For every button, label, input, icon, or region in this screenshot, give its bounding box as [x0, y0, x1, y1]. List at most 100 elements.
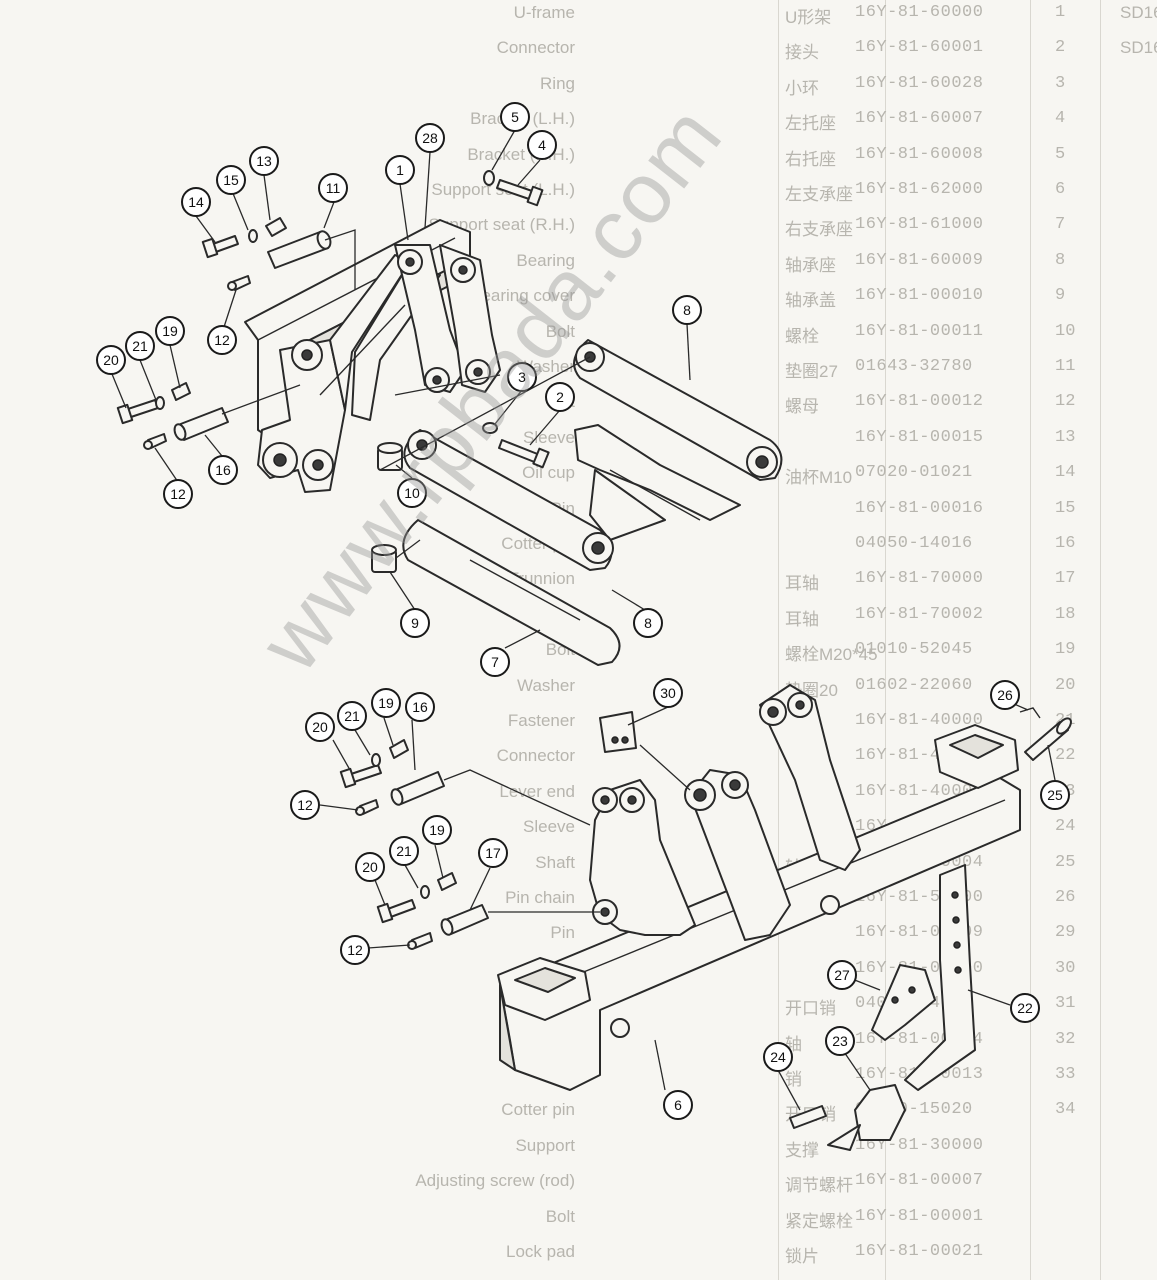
callout-23: 23 [825, 1026, 855, 1056]
callout-label: 12 [214, 332, 230, 348]
ghost-part-name: Ring [540, 73, 575, 93]
callout-19-a: 19 [155, 316, 185, 346]
callout-label: 21 [396, 843, 412, 859]
ghost-part-index: 19 [1055, 640, 1076, 660]
ghost-table-rule [1030, 0, 1031, 1280]
upper-axis-lines [221, 229, 591, 559]
callout-label: 30 [660, 685, 676, 701]
callout-label: 10 [404, 485, 420, 501]
lever-end-27 [871, 964, 936, 1041]
ghost-part-cn: 小环 [785, 78, 819, 98]
callout-label: 4 [538, 137, 546, 153]
callout-label: 25 [1047, 787, 1063, 803]
ghost-part-index: 13 [1055, 427, 1076, 447]
ghost-part-cn: 螺栓M20*45 [785, 645, 878, 665]
ghost-part-number: 16Y-81-60009 [855, 250, 984, 270]
ghost-part-cn: 耳轴 [785, 574, 819, 594]
ghost-part-index: 20 [1055, 675, 1076, 695]
ghost-part-cn: 接头 [785, 43, 819, 63]
ghost-part-name: Shaft [535, 852, 575, 872]
callout-19-c: 19 [422, 815, 452, 845]
ghost-part-number: 16Y-81-40000 [855, 711, 984, 730]
lock-plate-13 [265, 217, 287, 237]
callout-2: 2 [545, 382, 575, 412]
lock-plate-19c [437, 872, 457, 891]
ghost-part-number: 16Y-81-00021 [855, 1242, 984, 1261]
callout-20-a: 20 [96, 345, 126, 375]
bolt-4 [496, 179, 544, 207]
bolt-20c [376, 899, 416, 924]
bolt-20b [339, 764, 382, 789]
callout-label: 21 [132, 338, 148, 354]
ghost-part-name: Oil cup [522, 463, 575, 483]
ghost-part-index: 2 [1055, 38, 1066, 58]
ghost-part-number: 16Y-81-60028 [855, 73, 984, 93]
lever-end-23 [827, 1084, 906, 1151]
callout-label: 8 [644, 615, 652, 631]
washer-5 [483, 170, 495, 186]
callout-28: 28 [415, 123, 445, 153]
callout-15: 15 [216, 165, 246, 195]
callout-9: 9 [400, 608, 430, 638]
callout-24: 24 [763, 1042, 793, 1072]
callout-1: 1 [385, 155, 415, 185]
callout-30: 30 [653, 678, 683, 708]
ghost-part-index: 30 [1055, 958, 1076, 978]
ghost-part-number: 16Y-81-70002 [855, 604, 984, 624]
callout-label: 15 [223, 172, 239, 188]
ghost-part-name: Bolt [545, 321, 575, 341]
ghost-part-number: 16Y-81-60001 [855, 38, 984, 58]
bearing-link-lower [402, 519, 621, 666]
callout-label: 19 [162, 323, 178, 339]
ghost-part-name: Lever end [499, 781, 575, 801]
ghost-part-number: 16Y-81-00012 [855, 392, 984, 412]
lower-trunnion-right [759, 684, 861, 871]
ghost-part-cn: 锁片 [785, 1247, 819, 1266]
ghost-part-index: 33 [1055, 1065, 1076, 1084]
callout-6: 6 [663, 1090, 693, 1120]
ghost-part-index: 29 [1055, 923, 1076, 943]
ghost-part-index: 31 [1055, 994, 1076, 1014]
grease-nipple-12b [143, 433, 167, 450]
callout-10: 10 [397, 478, 427, 508]
ghost-part-name: Bolt [545, 1206, 575, 1226]
ghost-part-index: 32 [1055, 1029, 1076, 1049]
sleeve-24 [789, 1105, 827, 1129]
lock-plate-19b [389, 739, 409, 759]
callout-13: 13 [249, 146, 279, 176]
ghost-part-index: 34 [1055, 1100, 1076, 1120]
ghost-part-number: 16Y-81-00010 [855, 286, 984, 306]
pin-16a [173, 407, 229, 441]
ghost-part-cn: 油杯M10 [785, 468, 853, 488]
ghost-part-cn: 轴承盖 [785, 291, 836, 311]
ghost-part-index: 11 [1055, 357, 1076, 376]
callout-label: 20 [362, 859, 378, 875]
callout-21-b: 21 [337, 701, 367, 731]
ghost-part-index: 17 [1055, 569, 1076, 589]
callout-label: 3 [518, 369, 526, 385]
ghost-part-cn: 螺栓 [785, 326, 819, 346]
lower-trunnion-left [589, 779, 696, 936]
ghost-part-cn: U形架 [785, 8, 832, 27]
ring-3 [482, 422, 498, 434]
ghost-part-cn: 紧定螺栓 [785, 1211, 853, 1231]
ghost-part-number: 16Y-81-60008 [855, 144, 984, 164]
callout-label: 19 [429, 822, 445, 838]
ghost-part-name: Sleeve [523, 427, 575, 447]
callout-label: 28 [422, 130, 438, 146]
ghost-part-number: 07020-01021 [855, 463, 973, 483]
callout-label: 20 [312, 719, 328, 735]
bushing-9 [371, 544, 397, 573]
ghost-part-cn: 螺母 [785, 397, 819, 417]
ghost-part-name: Support [515, 1135, 575, 1155]
ghost-part-cn: 右托座 [785, 149, 836, 169]
ghost-part-name: Cotter pin [501, 1100, 575, 1120]
callout-3: 3 [507, 362, 537, 392]
ghost-part-cn: 耳轴 [785, 609, 819, 629]
callout-label: 7 [491, 654, 499, 670]
